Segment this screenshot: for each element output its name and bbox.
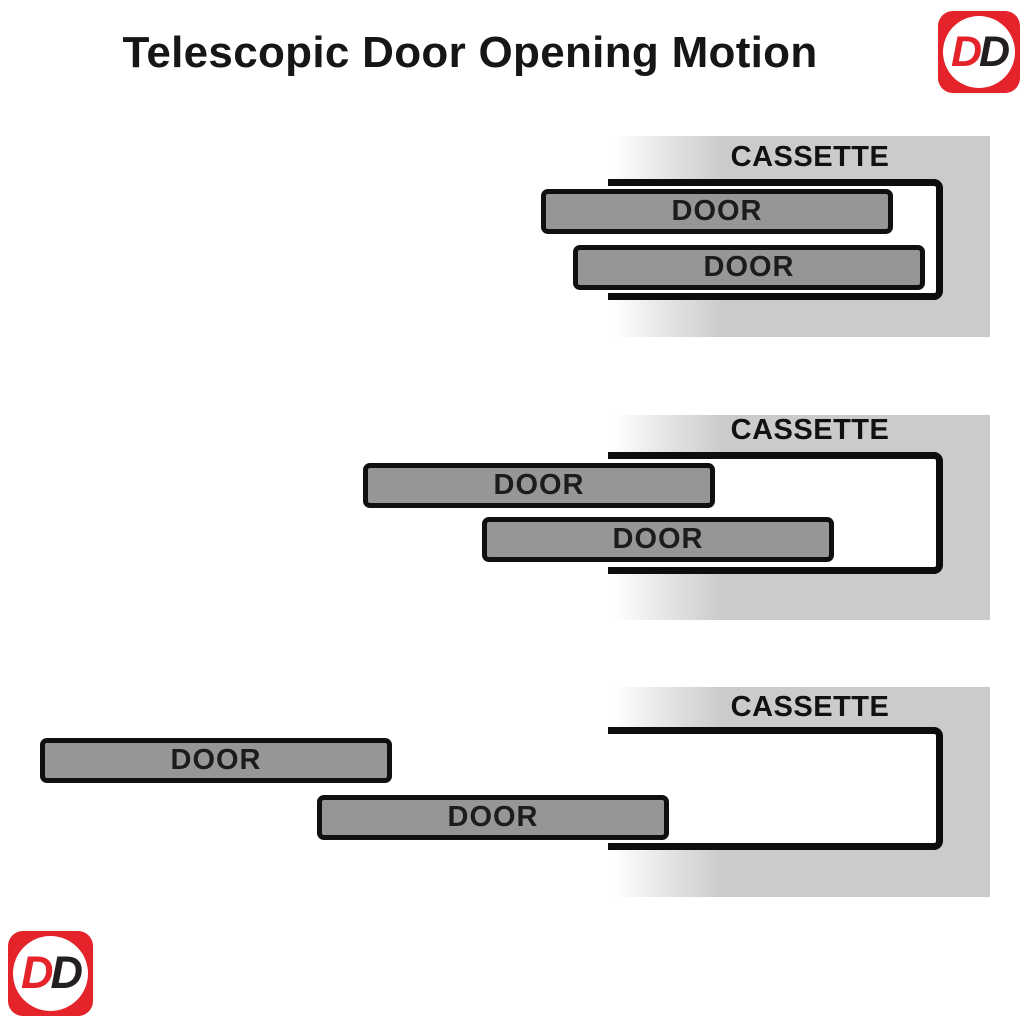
stage-2-door-leaf-1-label: DOOR	[493, 469, 585, 501]
stage-1-cassette-label: CASSETTE	[730, 141, 890, 173]
stage-3-door-leaf-2: DOOR	[317, 795, 669, 840]
stage-3-cassette-label: CASSETTE	[730, 691, 890, 723]
stage-2-cassette-label: CASSETTE	[730, 414, 890, 446]
stage-2-door-leaf-2-label: DOOR	[612, 523, 704, 555]
brand-letter-d-red: D	[950, 27, 982, 76]
stage-1-door-leaf-2-label: DOOR	[703, 251, 795, 283]
stage-2-door-leaf-2: DOOR	[482, 517, 834, 562]
brand-letter-d-dark: D	[979, 27, 1010, 76]
stage-1-door-leaf-1: DOOR	[541, 189, 893, 234]
stage-2-door-leaf-1: DOOR	[363, 463, 715, 508]
brand-letter-d-dark: D	[50, 947, 82, 999]
page-title: Telescopic Door Opening Motion	[122, 28, 818, 77]
stage-3-door-leaf-1: DOOR	[40, 738, 392, 783]
stage-3-door-leaf-1-label: DOOR	[170, 744, 262, 776]
brand-letter-d-red: D	[20, 947, 53, 999]
stage-3-door-leaf-2-label: DOOR	[447, 801, 539, 833]
stage-1-door-leaf-2: DOOR	[573, 245, 925, 290]
stage-1-door-leaf-1-label: DOOR	[671, 195, 763, 227]
